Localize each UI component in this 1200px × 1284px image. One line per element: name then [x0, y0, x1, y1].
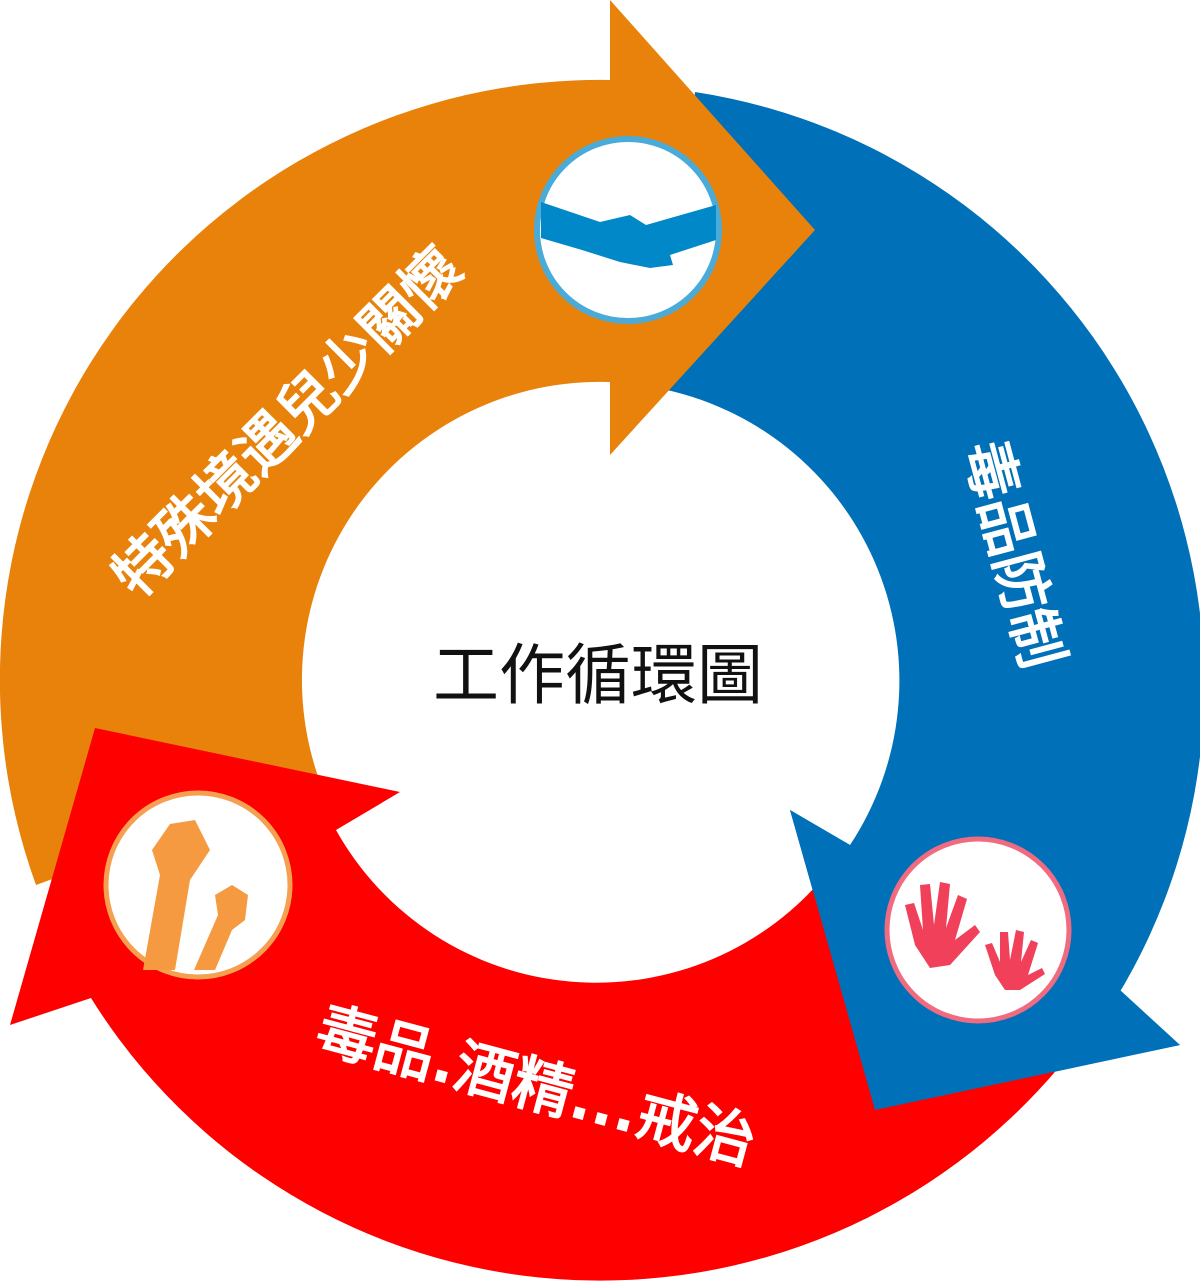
- segment-drug-prevention: [667, 92, 1200, 1110]
- center-circle: [300, 380, 900, 980]
- handshake-icon: [534, 136, 722, 324]
- diagram-title: 工作循環圖: [433, 637, 763, 714]
- hands-icon: [884, 836, 1072, 1024]
- raised-fists-icon: [103, 790, 293, 980]
